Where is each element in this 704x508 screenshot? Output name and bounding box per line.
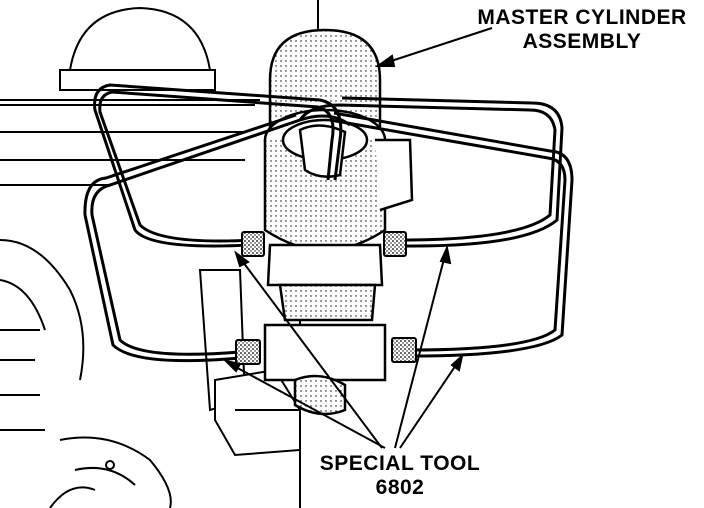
- master-cylinder-label: MASTER CYLINDER ASSEMBLY: [462, 6, 702, 54]
- tube-fittings: [235, 231, 417, 365]
- special-tool-label: SPECIAL TOOL 6802: [300, 452, 500, 500]
- fitting-upper-left: [241, 231, 265, 257]
- fitting-lower-right: [391, 337, 417, 363]
- leader-lines: [222, 27, 493, 449]
- master-cylinder-body: [263, 28, 414, 416]
- master-cylinder-label-line-1: MASTER CYLINDER: [477, 6, 687, 29]
- fitting-lower-left: [235, 339, 261, 365]
- special-tool-label-line-1: SPECIAL TOOL: [319, 452, 481, 475]
- brake-tube-loops: [83, 83, 574, 363]
- fitting-upper-right: [383, 231, 407, 257]
- master-cylinder-label-line-2: ASSEMBLY: [522, 30, 642, 53]
- background-engine: [0, 0, 319, 508]
- special-tool-label-line-2: 6802: [375, 476, 425, 499]
